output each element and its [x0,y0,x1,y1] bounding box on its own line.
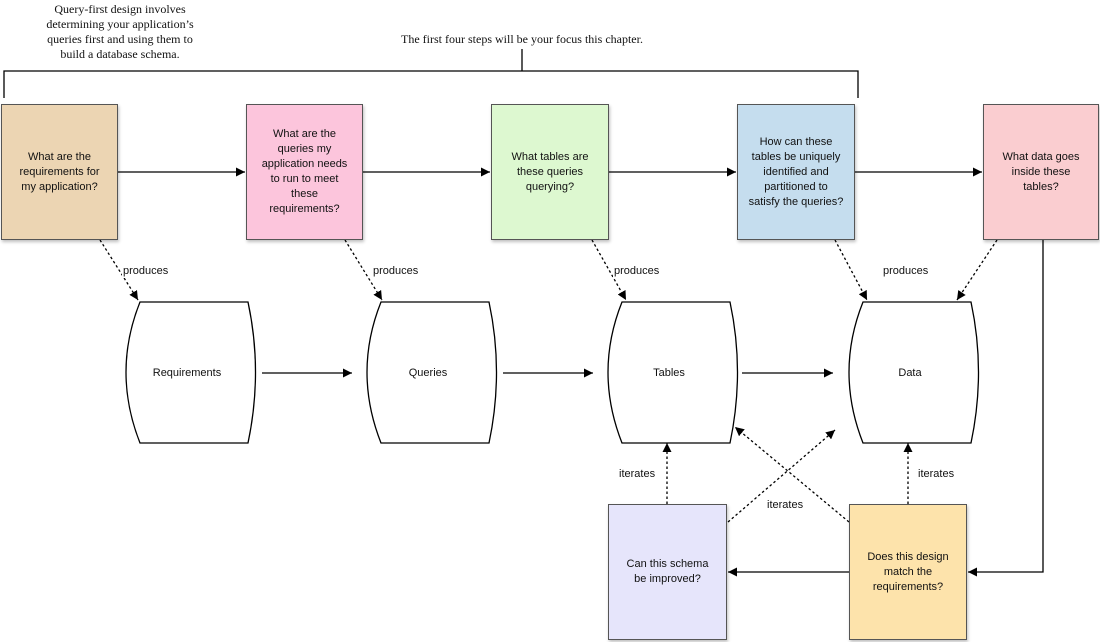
iterates-label-data: iterates [917,468,956,481]
produces-arrow-tables [591,239,627,301]
store-data-shape [848,301,980,444]
store-queries-shape [366,301,498,444]
produces-label-data: produces [882,265,930,278]
step-requirements-box: What are the requirements for my applica… [1,104,118,240]
produces-arrow-queries [344,239,383,301]
store-tables-label: Tables [653,367,685,379]
intro-note: Query-first design involves determining … [46,2,194,61]
step-data-box: What data goes inside these tables? [983,104,1099,240]
produces-label-queries: produces [372,265,420,278]
store-queries-label: Queries [408,367,448,379]
bracket-note: The first four steps will be your focus … [401,32,643,46]
scope-bracket [3,49,859,98]
store-data-label: Data [898,367,922,379]
step-queries-box: What are the queries my application need… [246,104,363,240]
produces-arrow-data-from-step5 [956,239,998,301]
store-requirements-label: Requirements [152,367,222,379]
produces-label-requirements: produces [122,265,170,278]
step-keys-box: How can these tables be uniquely identif… [737,104,855,240]
arrow-step5-to-match [968,240,1044,577]
iterates-label-cross: iterates [766,499,805,512]
produces-arrow-requirements [99,239,139,301]
store-tables-shape [607,301,739,444]
step-tables-box: What tables are these queries querying? [491,104,609,240]
produces-arrow-data-from-step4 [834,239,868,301]
store-requirements-shape [125,301,257,444]
iterates-label-tables: iterates [618,468,657,481]
improve-schema-box: Can this schema be improved? [608,504,727,640]
match-requirements-box: Does this design match the requirements? [849,504,967,640]
produces-label-tables: produces [613,265,661,278]
iterates-arrow-improve-to-data [727,429,836,523]
